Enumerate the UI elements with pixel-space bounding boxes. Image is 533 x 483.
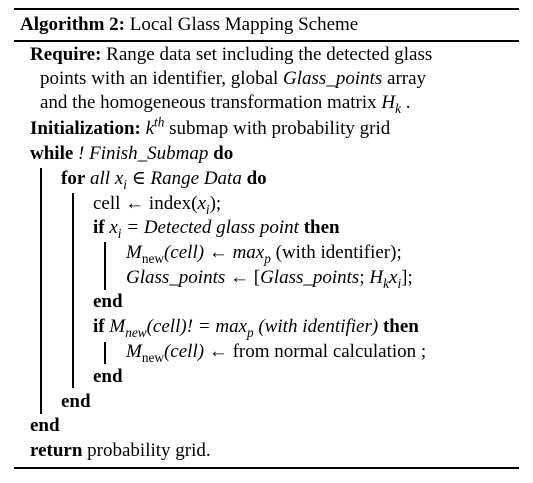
if2-sub: new <box>125 324 147 340</box>
init-keyword: Initialization: <box>30 118 141 139</box>
h-var: H <box>381 92 396 113</box>
require-text-1: Range data set including the detected gl… <box>106 44 433 65</box>
while-do: do <box>213 143 234 164</box>
if2-line: if Mnew(cell)! = maxp (with identifier) … <box>93 315 419 339</box>
algorithm-title: Algorithm 2: Local Glass Mapping Scheme <box>20 13 358 37</box>
init-text: submap with probability grid <box>164 118 391 139</box>
algorithm-name: Local Glass Mapping Scheme <box>129 14 359 35</box>
while-block-bar <box>40 168 42 414</box>
cell-post: ); <box>209 193 222 214</box>
if1-sub: i <box>117 225 122 241</box>
glass-inner: Glass_points <box>260 267 360 288</box>
require-text-2a: points with an identifier, global <box>40 68 284 89</box>
m-assign-2: Mnew(cell) ← from normal calculation ; <box>126 340 426 364</box>
cell-pre: cell ← index( <box>93 193 198 214</box>
if1-var: x <box>109 217 118 238</box>
m1-sub: new <box>141 250 164 266</box>
cell-sub: i <box>205 201 210 217</box>
algorithm-label: Algorithm 2: <box>20 14 126 35</box>
init-sup: th <box>154 114 165 130</box>
if2-then: then <box>382 316 419 337</box>
cell-assign-line: cell ← index(xi); <box>93 192 221 216</box>
glass-hsub: k <box>383 275 389 291</box>
if1-cond: = Detected glass point <box>121 217 299 238</box>
for-line: for all xi ∈ Range Data do <box>61 167 267 191</box>
require-line-3: and the homogeneous transformation matri… <box>40 91 411 115</box>
glass-arrow: ← [ <box>225 267 261 288</box>
if2-cond-rest: (with identifier) <box>253 316 379 337</box>
if2-cond: (cell)! = <box>146 316 216 337</box>
m2-sub: new <box>141 349 164 365</box>
while-cond: ! Finish_Submap <box>78 143 209 164</box>
end-for: end <box>61 391 91 412</box>
glass-x: x <box>389 267 398 288</box>
glass-assign-line: Glass_points ← [Glass_points; Hkxi]; <box>126 266 413 290</box>
end-while: end <box>30 415 60 436</box>
require-text-3a: and the homogeneous transformation matri… <box>40 92 382 113</box>
for-sub: i <box>123 176 127 192</box>
while-line: while ! Finish_Submap do <box>30 142 233 166</box>
if1-block-bar <box>104 242 106 290</box>
if2-max: max <box>215 316 247 337</box>
require-keyword: Require: <box>30 44 102 65</box>
require-text-2b: array <box>382 68 427 89</box>
if1-then: then <box>303 217 340 238</box>
m1-max: max <box>232 242 265 263</box>
m2-m: M <box>126 341 142 362</box>
title-rule <box>14 40 519 42</box>
m2-arg: (cell) <box>163 341 205 362</box>
top-rule <box>14 8 519 10</box>
require-line-1: Require: Range data set including the de… <box>30 43 432 67</box>
m1-max-sub: p <box>264 250 271 266</box>
glass-semi: ; <box>359 267 370 288</box>
m-assign-1: Mnew(cell) ← maxp (with identifier); <box>126 241 402 265</box>
bottom-rule <box>14 467 519 469</box>
for-keyword: for <box>61 168 86 189</box>
end-if1: end <box>93 291 123 312</box>
while-keyword: while <box>30 143 74 164</box>
m1-m: M <box>126 242 142 263</box>
glass-points-var: Glass_points <box>283 68 383 89</box>
if2-block-bar <box>104 342 106 364</box>
for-cond-rest: ∈ Range Data <box>126 168 242 189</box>
m2-rest: ← from normal calculation ; <box>204 341 427 362</box>
if2-m: M <box>109 316 126 337</box>
glass-lhs: Glass_points <box>126 267 226 288</box>
end-if2: end <box>93 366 123 387</box>
for-cond: all x <box>90 168 124 189</box>
return-keyword: return <box>30 440 83 461</box>
glass-h: H <box>369 267 384 288</box>
require-line-2: points with an identifier, global Glass_… <box>40 67 426 91</box>
m1-arg: (cell) <box>163 242 205 263</box>
for-do: do <box>246 168 267 189</box>
if2-keyword: if <box>93 316 105 337</box>
cell-var: x <box>197 193 206 214</box>
return-value: probability grid. <box>87 440 211 461</box>
if1-keyword: if <box>93 217 105 238</box>
m1-arrow: ← <box>204 242 233 263</box>
glass-close: ]; <box>401 267 413 288</box>
init-line: Initialization: kth submap with probabil… <box>30 114 391 141</box>
init-var: k <box>145 118 155 139</box>
glass-xsub: i <box>397 275 402 291</box>
if2-max-sub: p <box>247 324 254 340</box>
require-text-3b: . <box>401 92 411 113</box>
m1-rest: (with identifier); <box>270 242 402 263</box>
for-block-bar <box>72 193 74 388</box>
if1-line: if xi = Detected glass point then <box>93 216 340 240</box>
return-line: return probability grid. <box>30 439 211 463</box>
h-sub: k <box>395 100 402 116</box>
